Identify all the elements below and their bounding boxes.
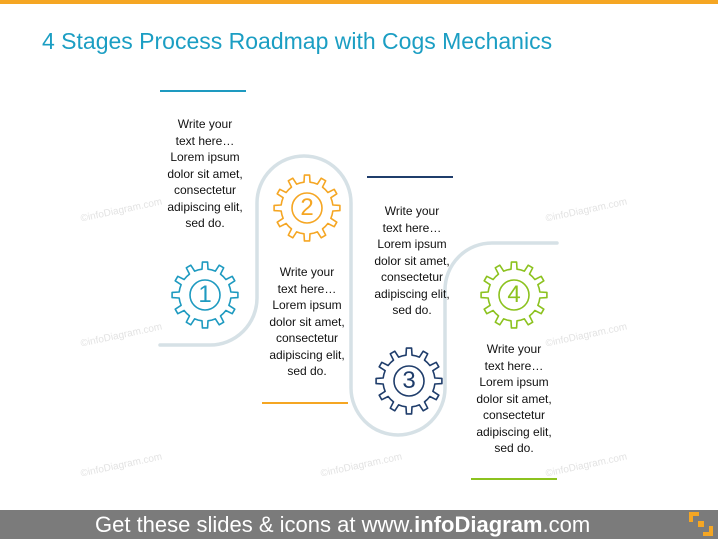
stage-2-number: 2	[300, 194, 314, 221]
stage-4-text: Write your text here… Lorem ipsum dolor …	[476, 342, 552, 455]
stage-3-number: 3	[402, 367, 416, 394]
cog-outline	[375, 347, 443, 415]
slide-title: 4 Stages Process Roadmap with Cogs Mecha…	[42, 28, 553, 54]
cog-outline	[273, 174, 341, 242]
stage-3-text: Write your text here… Lorem ipsum dolor …	[374, 204, 450, 317]
stage-1-text: Write your text here… Lorem ipsum dolor …	[167, 117, 243, 230]
top-accent-bar	[0, 0, 718, 4]
footer-suffix: .com	[542, 512, 591, 537]
cog-inner-ring	[291, 192, 323, 224]
footer-bar: Get these slides & icons at www.infoDiag…	[0, 510, 718, 539]
cog-inner-ring	[189, 279, 221, 311]
footer-brand: infoDiagram	[414, 512, 543, 537]
roadmap-path	[158, 154, 559, 437]
infodiagram-logo-icon	[689, 512, 713, 536]
stage-4-number: 4	[507, 281, 521, 308]
stage-2-cog-icon: 2	[272, 173, 342, 243]
cog-inner-ring	[393, 365, 425, 397]
stage-1-cog-icon: 1	[170, 260, 240, 330]
cog-outline	[480, 261, 548, 329]
footer-prefix: Get these slides & icons at www.	[95, 512, 415, 537]
footer-link[interactable]: Get these slides & icons at www.infoDiag…	[95, 512, 590, 538]
stage-1-number: 1	[198, 281, 212, 308]
stage-4-cog-icon: 4	[479, 260, 549, 330]
cog-inner-ring	[498, 279, 530, 311]
cog-outline	[171, 261, 239, 329]
stage-3-cog-icon: 3	[374, 346, 444, 416]
stage-2-text: Write your text here… Lorem ipsum dolor …	[269, 265, 345, 378]
